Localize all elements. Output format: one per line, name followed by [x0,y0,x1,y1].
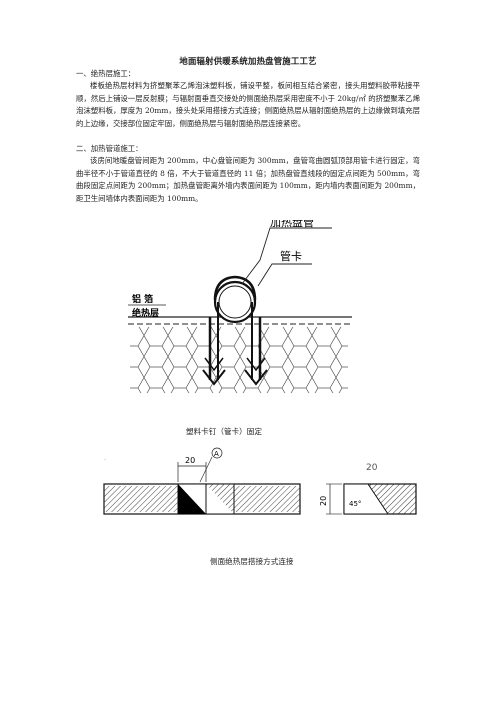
clip-barb-left [202,369,226,386]
section2-body: 该房间地暖盘管间距为 200mm，中心盘管间距为 300mm，盘管弯曲圆弧顶部用… [76,156,420,203]
detail-top-label: 20 [366,463,378,473]
figure1-caption: 塑料卡钉（管卡）固定 [186,427,262,436]
section1-heading: 一、绝热层施工： [76,69,136,78]
clip-label: 管卡 [280,249,302,263]
insulation-layer [130,327,348,393]
detail-marker-label: A [214,450,219,458]
page-title: 地面辐射供暖系统加热盘管施工工艺 [179,56,317,66]
lap-joint-diagram: 20 A · 20 45° 20 [103,447,417,515]
foil-label: 铝 箔 [132,293,153,305]
clip-barb-right-2 [246,357,266,372]
detail-leader [199,456,213,483]
detail-angle-label: 45° [349,500,361,508]
dim-height-label: 20 [319,496,328,506]
detail-marker-circle [211,447,223,459]
pipe-label: 加热盘管 [270,220,314,229]
section2-heading: 二、加热管道施工： [76,144,143,153]
pipe-clip-arc [213,275,257,301]
dim-width-label: 20 [185,456,195,465]
pipe-clip-diagram: 铝 箔 绝热层 加热盘管 管卡 [128,220,352,393]
heating-pipe [213,280,257,324]
clip-barb-left-2 [204,357,224,372]
clip-barb-right [244,369,268,386]
section1-body: 楼板绝热层材料为挤塑聚苯乙烯泡沫塑料板，铺设平整，板间相互结合紧密，接头用塑料胶… [76,81,420,128]
dot-mark: · [104,456,106,464]
joint-lap-left [178,484,206,514]
figure2-caption: 侧面绝热层搭接方式连接 [210,557,294,566]
insulation-label: 绝热层 [132,307,159,319]
pipe-leader-line [241,227,332,285]
clip-leader-line [257,263,312,287]
joint-lap-right [206,484,234,514]
detail-bevel [343,483,389,515]
